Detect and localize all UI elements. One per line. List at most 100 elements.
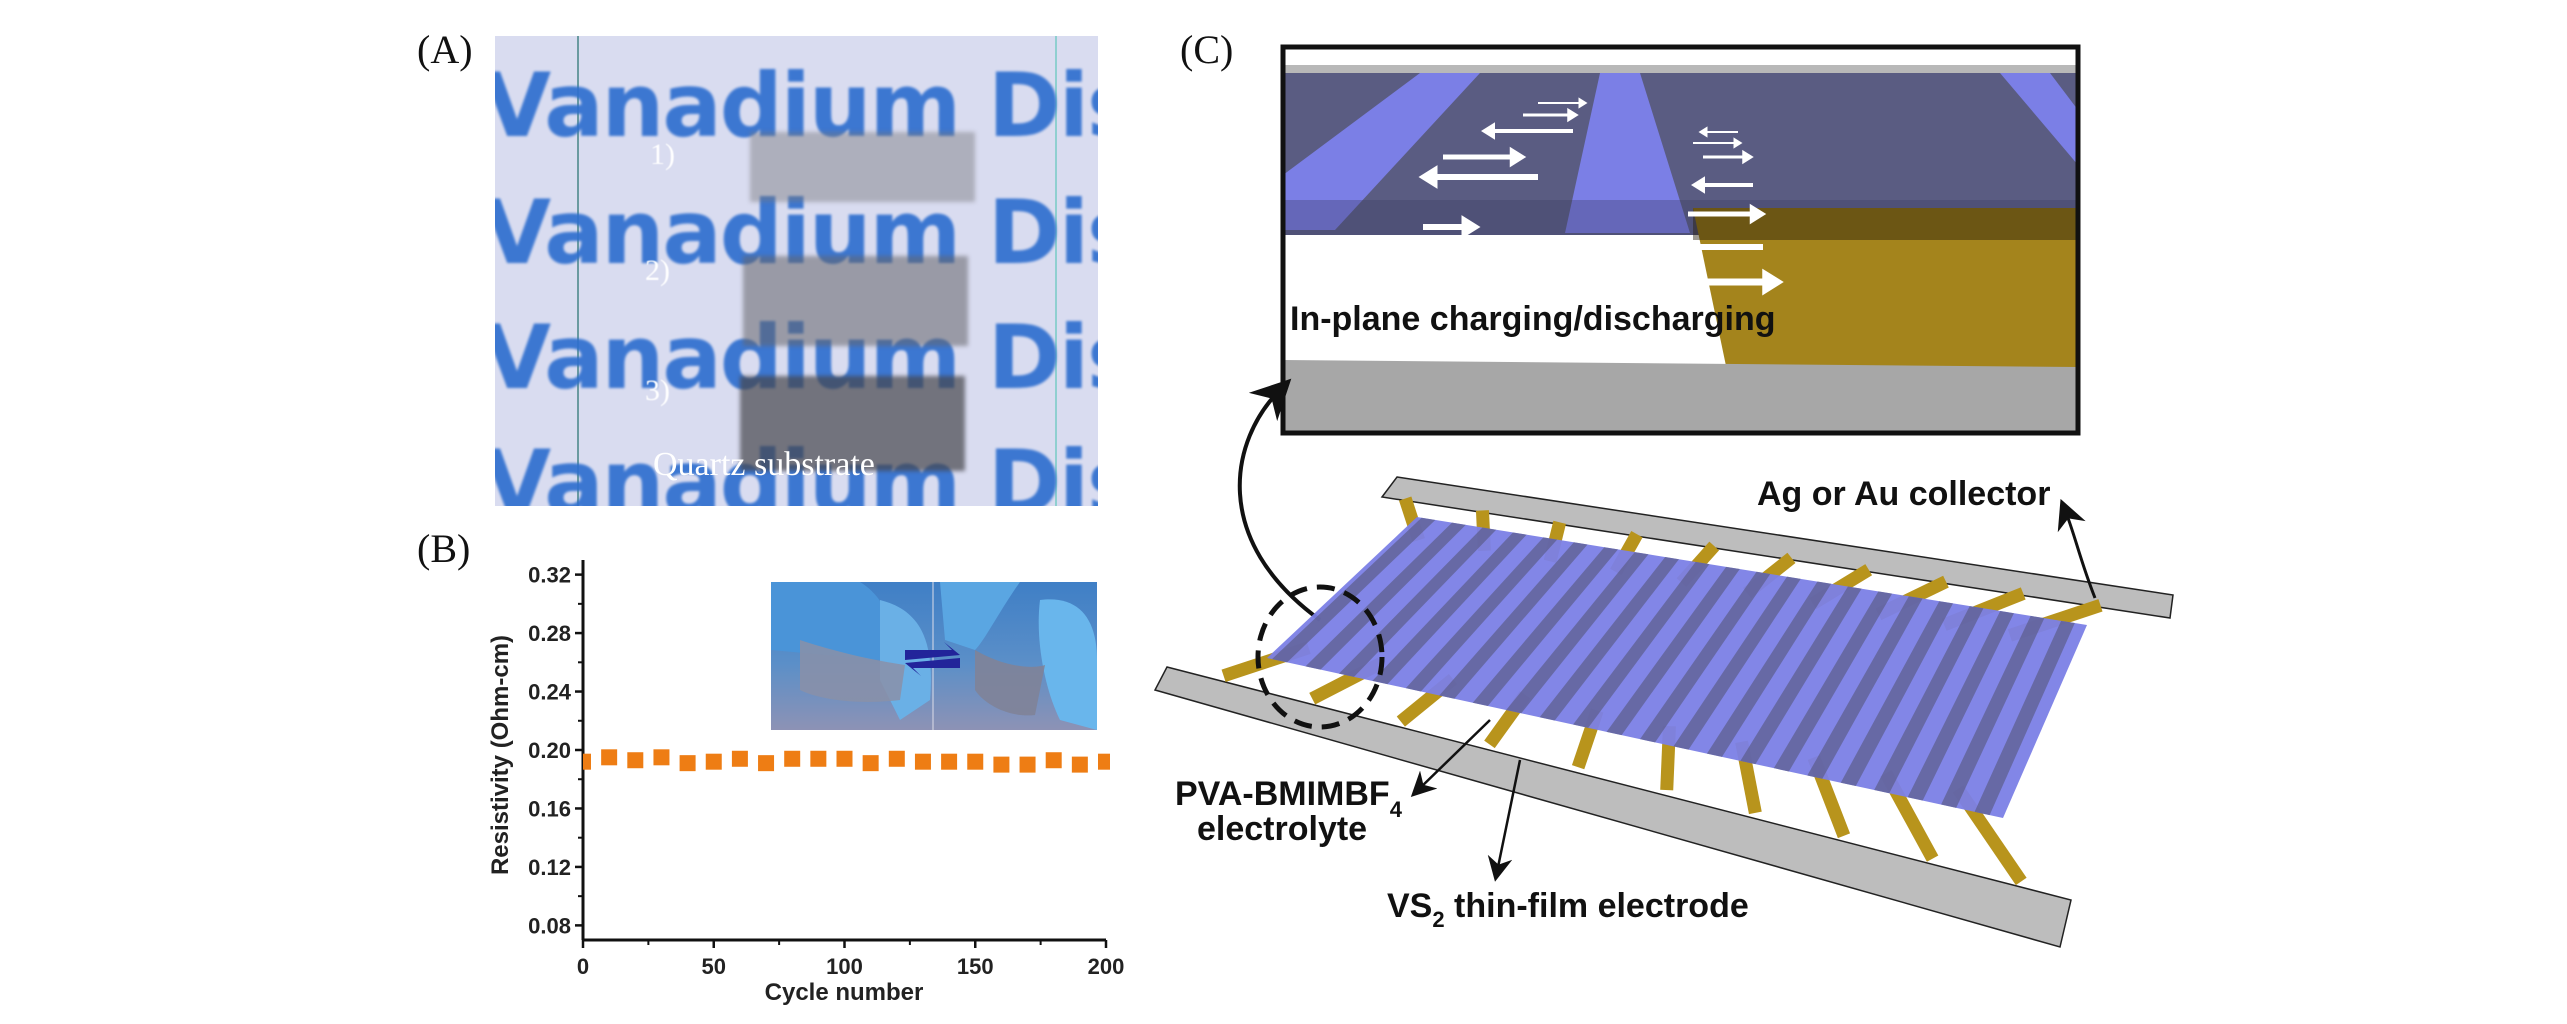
zoom-electrolyte-channel	[1565, 73, 1690, 233]
sample-label-2: 2)	[645, 254, 670, 287]
electrode-stripe	[1573, 561, 1710, 728]
panel-c-schematic: In-plane charging/discharging Ag or Au c…	[1153, 44, 2174, 948]
data-point	[862, 755, 879, 772]
zoom-caption: In-plane charging/discharging	[1290, 300, 1776, 338]
ion-arrow-head	[1578, 97, 1588, 109]
data-point	[941, 753, 958, 770]
glove-right	[940, 582, 1020, 650]
electrode-stripe	[1874, 606, 1984, 794]
data-point	[810, 750, 827, 767]
ion-arrow-head	[1742, 149, 1754, 165]
electrode-stripe	[1706, 581, 1832, 757]
collector-label: Ag or Au collector	[1757, 475, 2050, 513]
electrode-stripe	[1506, 552, 1649, 714]
vs2-film-3	[740, 376, 965, 471]
electrode-stripe	[1606, 566, 1740, 736]
x-tick-label: 0	[577, 954, 589, 979]
data-point	[1098, 753, 1110, 770]
sample-label-3: 3)	[645, 374, 670, 407]
zoom-electrolyte-channel	[2000, 73, 2078, 165]
y-tick-label: 0.20	[528, 738, 571, 763]
panel-a-photo: Vanadium Disulfide Vanadium Disulfide Va…	[495, 36, 1098, 506]
zoom-collector-edge	[1283, 65, 2078, 73]
y-tick-label: 0.32	[528, 563, 571, 588]
electrode-stripe	[1305, 522, 1466, 670]
electrode-label-main: VS	[1387, 887, 1432, 925]
panel-a-label: (A)	[417, 27, 473, 72]
ion-arrow-head	[1749, 203, 1767, 225]
ion-arrow-head	[1481, 122, 1495, 140]
chart-points	[583, 749, 1110, 773]
ion-flow-arrows	[1418, 97, 1784, 296]
electrode-label-subscript: 2	[1432, 907, 1444, 932]
ion-arrow-head	[1509, 146, 1527, 168]
data-point	[993, 756, 1010, 773]
reversible-arrows-icon	[905, 642, 960, 676]
data-point	[1045, 752, 1062, 769]
electrode-label-rest: thin-film electrode	[1445, 887, 1749, 925]
data-point	[731, 750, 748, 767]
vs2-electrode-stripes	[1272, 517, 2075, 816]
data-point	[914, 753, 931, 770]
photo-edge-line	[1055, 36, 1057, 506]
bottom-collector	[1153, 666, 2072, 948]
watermark-text: Vanadium Disulfide	[495, 54, 1098, 157]
electrode-pointer-arrow	[1487, 759, 1522, 882]
zoom-inset-box: In-plane charging/discharging	[1283, 47, 2078, 433]
electrode-stripe	[1405, 537, 1558, 692]
x-tick-label: 150	[957, 954, 994, 979]
ion-arrow-head	[1762, 268, 1784, 296]
inset-photo	[771, 582, 1097, 730]
ion-arrow-head	[1733, 137, 1743, 149]
data-point	[888, 750, 905, 767]
data-point	[705, 753, 722, 770]
substrate-label: Quartz substrate	[653, 446, 875, 483]
electrode-stripe	[1372, 532, 1527, 685]
vs2-film-2	[743, 256, 968, 346]
device-schematic	[1153, 476, 2174, 948]
data-point	[1019, 756, 1036, 773]
electrolyte-pointer-arrow	[1410, 719, 1491, 797]
y-tick-label: 0.28	[528, 621, 571, 646]
electrode-stripe	[1472, 547, 1618, 706]
top-collector	[1380, 476, 2174, 619]
electrode-label: VS2 thin-film electrode	[1387, 887, 1749, 932]
flexible-film-left	[800, 640, 905, 702]
electrode-stripe	[1539, 557, 1679, 721]
electrode-stripe	[1840, 601, 1953, 786]
electrode-stripe	[1773, 591, 1893, 772]
electrode-stripe	[1640, 571, 1771, 743]
y-tick-label: 0.16	[528, 796, 571, 821]
electrode-stripe	[1974, 620, 2075, 816]
panel-c-label: (C)	[1180, 27, 1234, 72]
data-point	[758, 755, 775, 772]
zoom-electrolyte-channel	[1283, 73, 1480, 230]
data-point	[601, 749, 618, 766]
glove-right-finger	[1038, 599, 1097, 730]
zoom-collector-base	[1283, 360, 2078, 433]
ion-arrow-head	[1668, 235, 1688, 259]
zoom-contact-gold	[1693, 208, 2078, 385]
electrode-stripe	[1907, 611, 2014, 801]
data-point	[836, 750, 853, 767]
magnify-arrow	[1237, 378, 1322, 622]
data-point	[784, 750, 801, 767]
ion-arrow-head	[1691, 176, 1705, 194]
x-tick-label: 50	[702, 954, 726, 979]
electrolyte-label-main: PVA-BMIMBF	[1175, 775, 1390, 813]
sample-label-1: 1)	[650, 138, 675, 171]
vs2-film-1	[750, 132, 975, 202]
x-tick-label: 100	[826, 954, 863, 979]
electrode-stripe	[1807, 596, 1923, 779]
y-tick-label: 0.12	[528, 855, 571, 880]
photo-edge-line	[577, 36, 579, 506]
electrode-stripe	[1673, 576, 1801, 750]
y-tick-label: 0.08	[528, 913, 571, 938]
electrode-stripe	[1272, 517, 1436, 663]
electrode-stripe	[1439, 542, 1588, 699]
flexible-film-right	[975, 650, 1045, 716]
electrolyte-label: PVA-BMIMBF4	[1175, 775, 1403, 822]
electrolyte-label-subscript: 4	[1390, 797, 1403, 822]
